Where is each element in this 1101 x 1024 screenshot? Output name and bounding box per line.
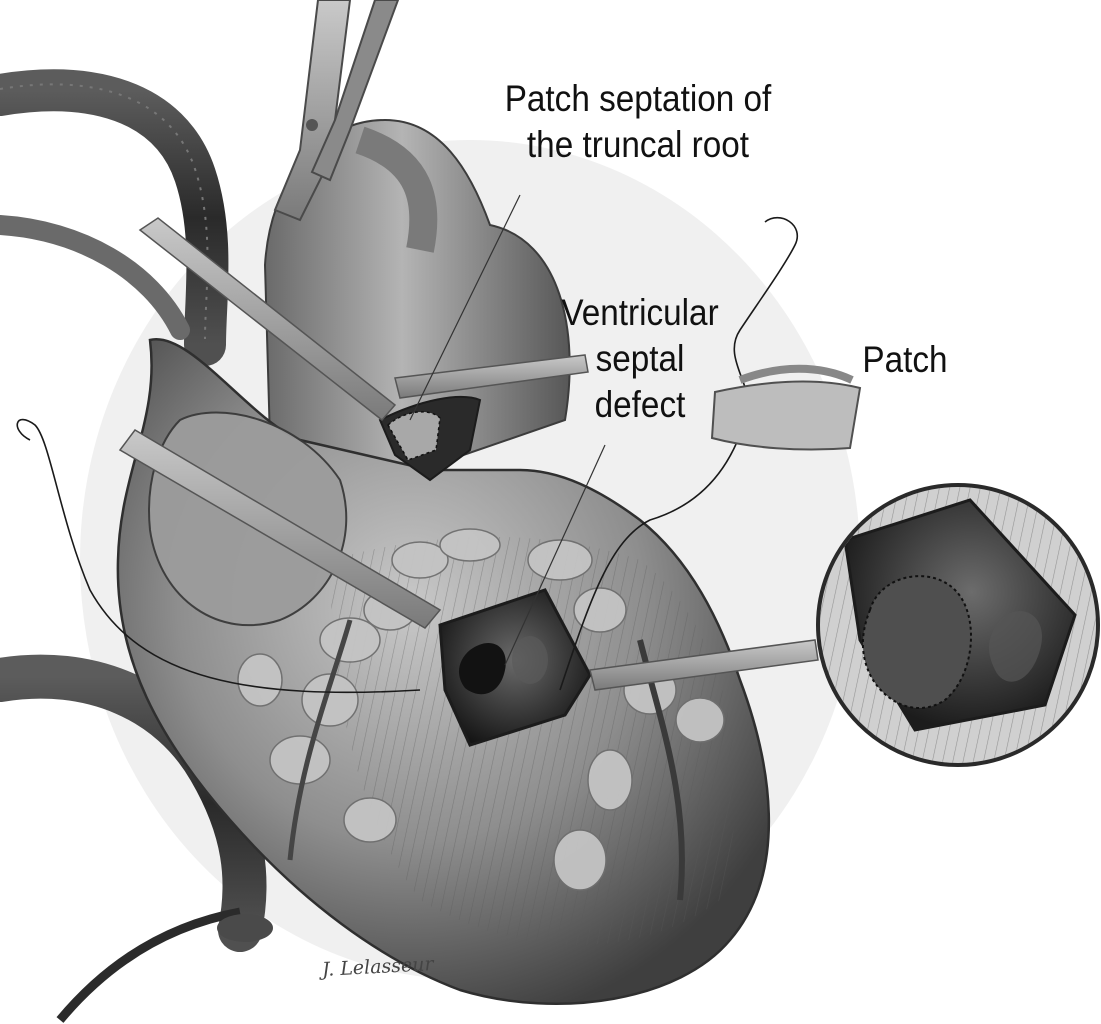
leader-lines xyxy=(409,194,606,666)
inset-patch xyxy=(862,575,972,710)
label-line: Patch septation of xyxy=(504,78,772,119)
coronary-vessel-2 xyxy=(287,619,353,861)
label-line: Ventricular xyxy=(561,292,719,333)
label-patch: Patch xyxy=(862,339,948,380)
vascular-clamp xyxy=(273,0,400,222)
pulmonary-branch xyxy=(355,126,438,253)
truncal-root-incision xyxy=(378,395,482,482)
patch-graphic xyxy=(710,364,862,451)
ventriculotomy xyxy=(438,588,592,747)
label-ventricular-septal-defect: Ventricular septal defect xyxy=(550,290,730,428)
retractor-upper-2 xyxy=(394,354,589,399)
cannula-line xyxy=(0,215,190,340)
retractor-left xyxy=(118,429,442,629)
label-line: the truncal root xyxy=(526,124,750,165)
muscle-striations xyxy=(330,536,736,945)
retractor-right xyxy=(589,639,819,691)
retractor-upper xyxy=(138,217,397,422)
epicardial-fat xyxy=(237,528,725,891)
magnified-inset xyxy=(816,483,1100,767)
vsd-opening xyxy=(458,642,506,695)
label-patch-septation-truncal-root: Patch septation of the truncal root xyxy=(494,76,782,168)
cannula-tube-upper xyxy=(0,69,229,366)
label-line: defect xyxy=(594,384,686,425)
label-line: septal xyxy=(595,338,685,379)
truncal-patch xyxy=(387,411,441,461)
